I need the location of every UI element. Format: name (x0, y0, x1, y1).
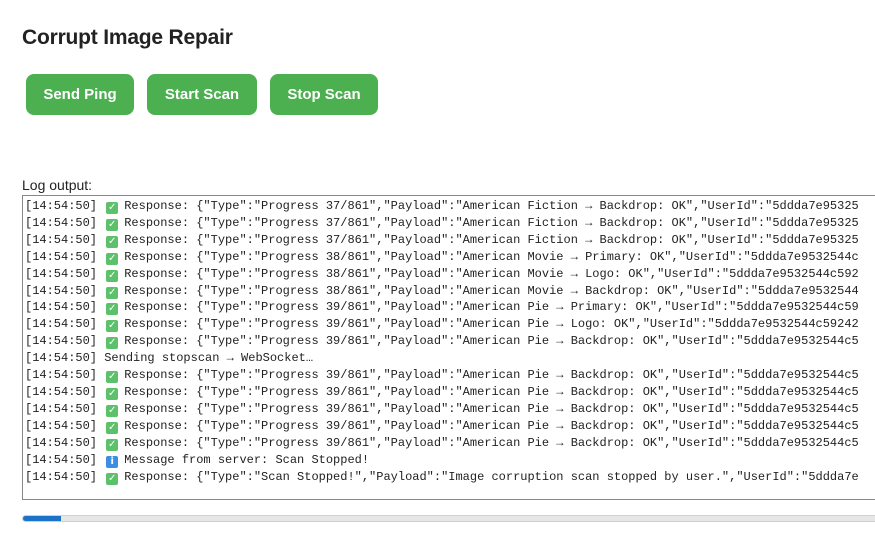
log-line: [14:54:50] Sending stopscan → WebSocket… (25, 350, 875, 367)
log-message: Response: {"Type":"Progress 37/861","Pay… (124, 215, 859, 230)
log-line: [14:54:50] ✓ Response: {"Type":"Progress … (25, 384, 875, 401)
log-line: [14:54:50] ✓ Response: {"Type":"Progress … (25, 316, 875, 333)
check-icon: ✓ (106, 303, 119, 316)
log-message: Response: {"Type":"Progress 38/861","Pay… (124, 283, 859, 298)
stop-scan-button[interactable]: Stop Scan (270, 74, 378, 115)
log-line: [14:54:50] ✓ Response: {"Type":"Progress … (25, 333, 875, 350)
check-icon: ✓ (106, 421, 119, 434)
check-icon: ✓ (106, 438, 119, 451)
log-line: [14:54:50] ✓ Response: {"Type":"Progress … (25, 299, 875, 316)
check-icon: ✓ (106, 218, 119, 231)
log-timestamp: [14:54:50] (25, 469, 98, 484)
log-line: [14:54:50] ✓ Response: {"Type":"Scan Stop… (25, 469, 875, 486)
check-icon: ✓ (106, 286, 119, 299)
log-message: Response: {"Type":"Scan Stopped!","Paylo… (124, 469, 859, 484)
log-message: Message from server: Scan Stopped! (124, 452, 370, 467)
log-line: [14:54:50] i Message from server: Scan St… (25, 452, 875, 469)
log-line: [14:54:50] ✓ Response: {"Type":"Progress … (25, 198, 875, 215)
check-icon: ✓ (106, 202, 119, 214)
log-timestamp: [14:54:50] (25, 351, 98, 366)
log-line: [14:54:50] ✓ Response: {"Type":"Progress … (25, 266, 875, 283)
log-message: Sending stopscan → WebSocket… (104, 351, 314, 366)
log-line: [14:54:50] ✓ Response: {"Type":"Progress … (25, 215, 875, 232)
log-line: [14:54:50] ✓ Response: {"Type":"Progress … (25, 435, 875, 452)
log-output[interactable]: [14:54:50] ✓ Response: {"Type":"Progress … (22, 195, 875, 500)
log-message: Response: {"Type":"Progress 39/861","Pay… (124, 334, 859, 349)
log-timestamp: [14:54:50] (25, 317, 98, 332)
page-title: Corrupt Image Repair (22, 26, 233, 49)
log-timestamp: [14:54:50] (25, 384, 98, 399)
check-icon: ✓ (106, 472, 119, 485)
log-timestamp: [14:54:50] (25, 266, 98, 281)
log-message: Response: {"Type":"Progress 38/861","Pay… (124, 249, 859, 264)
check-icon: ✓ (106, 235, 119, 248)
log-timestamp: [14:54:50] (25, 418, 98, 433)
log-line: [14:54:50] ✓ Response: {"Type":"Progress … (25, 249, 875, 266)
log-timestamp: [14:54:50] (25, 215, 98, 230)
log-output-label: Log output: (22, 177, 93, 193)
log-timestamp: [14:54:50] (25, 232, 98, 247)
log-timestamp: [14:54:50] (25, 300, 98, 315)
log-message: Response: {"Type":"Progress 39/861","Pay… (124, 384, 859, 399)
log-timestamp: [14:54:50] (25, 283, 98, 298)
check-icon: ✓ (106, 252, 119, 265)
log-message: Response: {"Type":"Progress 39/861","Pay… (124, 401, 859, 416)
log-timestamp: [14:54:50] (25, 435, 98, 450)
check-icon: ✓ (106, 387, 119, 400)
log-message: Response: {"Type":"Progress 39/861","Pay… (124, 435, 859, 450)
log-message: Response: {"Type":"Progress 39/861","Pay… (124, 300, 859, 315)
log-timestamp: [14:54:50] (25, 368, 98, 383)
log-timestamp: [14:54:50] (25, 452, 98, 467)
log-timestamp: [14:54:50] (25, 401, 98, 416)
log-timestamp: [14:54:50] (25, 249, 98, 264)
log-message: Response: {"Type":"Progress 37/861","Pay… (124, 199, 859, 213)
log-message: Response: {"Type":"Progress 37/861","Pay… (124, 232, 859, 247)
check-icon: ✓ (106, 269, 119, 282)
check-icon: ✓ (106, 320, 119, 333)
check-icon: ✓ (106, 337, 119, 350)
log-line: [14:54:50] ✓ Response: {"Type":"Progress … (25, 367, 875, 384)
check-icon: ✓ (106, 404, 119, 417)
log-line: [14:54:50] ✓ Response: {"Type":"Progress … (25, 401, 875, 418)
log-timestamp: [14:54:50] (25, 199, 98, 213)
check-icon: ✓ (106, 371, 119, 384)
log-message: Response: {"Type":"Progress 38/861","Pay… (124, 266, 859, 281)
log-line: [14:54:50] ✓ Response: {"Type":"Progress … (25, 232, 875, 249)
info-icon: i (106, 455, 119, 468)
log-line: [14:54:50] ✓ Response: {"Type":"Progress … (25, 418, 875, 435)
log-message: Response: {"Type":"Progress 39/861","Pay… (124, 317, 859, 332)
log-message: Response: {"Type":"Progress 39/861","Pay… (124, 418, 859, 433)
start-scan-button[interactable]: Start Scan (147, 74, 257, 115)
send-ping-button[interactable]: Send Ping (26, 74, 134, 115)
log-message: Response: {"Type":"Progress 39/861","Pay… (124, 368, 859, 383)
log-timestamp: [14:54:50] (25, 334, 98, 349)
progress-bar (22, 515, 875, 522)
progress-fill (23, 516, 62, 521)
log-line: [14:54:50] ✓ Response: {"Type":"Progress … (25, 283, 875, 300)
